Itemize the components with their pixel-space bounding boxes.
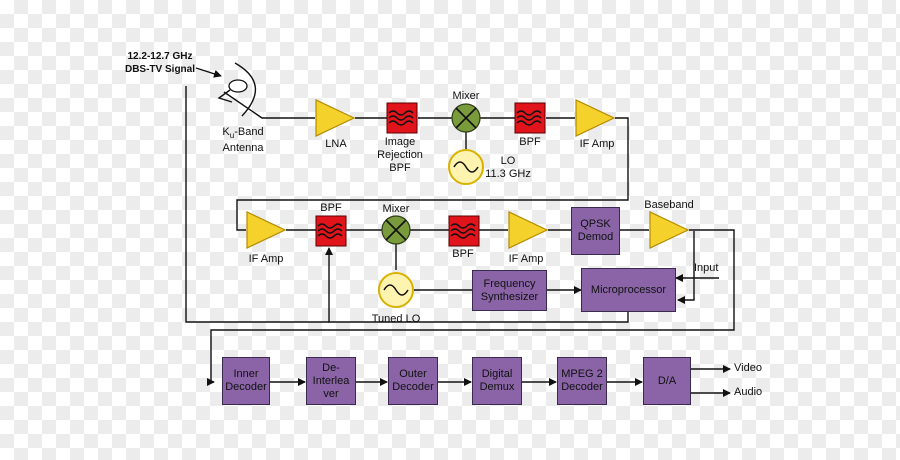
da-converter-label: D/A [657,374,677,387]
bpf-2-filter-icon [315,215,347,247]
lo-oscillator-icon [448,149,484,185]
antenna-label-sub: u [229,131,235,141]
mixer-2-icon [381,215,411,245]
signal-label-line2: DBS-TV Signal [124,64,196,75]
image-bpf-label: Image Rejection BPF [377,136,423,175]
audio-label: Audio [734,386,763,398]
bpf-1-label: BPF [519,136,541,148]
inner-decoder-block: Inner Decoder [222,357,270,405]
if-amp-2-amplifier-icon [246,211,287,249]
frequency-synthesizer-label: Frequency Synthesizer [480,277,539,303]
mpeg2-decoder-block: MPEG 2 Decoder [557,357,607,405]
bpf-3-filter-icon [448,215,480,247]
mixer-1-icon [451,103,481,133]
deinterleaver-label: De- Interlea ver [312,361,350,400]
connection-wires [185,67,735,397]
tuned-lo-oscillator-icon [378,272,414,308]
qpsk-demod-label: QPSK Demod [577,218,614,243]
image-bpf-label-line1: Image [384,136,416,148]
image-bpf-label-line3: BPF [389,162,411,174]
frequency-synthesizer-block: Frequency Synthesizer [472,270,547,311]
microprocessor-label: Microprocessor [590,283,667,296]
antenna-label: Ku-Band Antenna [222,126,263,155]
digital-demux-block: Digital Demux [472,357,522,405]
lna-label: LNA [325,138,347,150]
signal-label-line1: 12.2-12.7 GHz [127,51,193,62]
mixer-1-label: Mixer [452,90,480,102]
da-converter-block: D/A [643,357,691,405]
if-amp-3-amplifier-icon [508,211,549,249]
if-amp-1-amplifier-icon [575,99,616,137]
lo-label-line2: 11.3 GHz [485,168,531,180]
baseband-label: Baseband [644,199,694,211]
outer-decoder-label: Outer Decoder [392,368,434,393]
tuned-lo-label: Tuned LO [371,313,421,325]
microprocessor-block: Microprocessor [581,268,676,312]
lo-label: LO 11.3 GHz [485,155,531,181]
bpf-2-label: BPF [320,202,342,214]
digital-demux-label: Digital Demux [479,368,515,393]
antenna-dish-icon [217,62,257,117]
if-amp-3-label: IF Amp [508,253,544,265]
outer-decoder-block: Outer Decoder [388,357,438,405]
image-bpf-label-line2: Rejection [377,149,423,161]
bpf-1-filter-icon [514,102,546,134]
bpf-3-label: BPF [452,248,474,260]
lna-amplifier-icon [315,99,356,137]
mpeg2-decoder-label: MPEG 2 Decoder [561,368,603,393]
signal-label: 12.2-12.7 GHz DBS-TV Signal [125,50,195,76]
if-amp-2-label: IF Amp [248,253,284,265]
if-amp-1-label: IF Amp [579,138,615,150]
baseband-amplifier-icon [649,211,690,249]
lo-label-line1: LO [500,155,516,167]
deinterleaver-block: De- Interlea ver [306,357,356,405]
input-label: Input [694,262,719,274]
antenna-label-rest: -Band [234,126,264,138]
antenna-label-base: K [222,126,230,138]
inner-decoder-label: Inner Decoder [225,368,267,393]
antenna-label-line2: Antenna [222,142,264,155]
qpsk-demod-block: QPSK Demod [571,207,620,255]
image-rejection-filter-icon [386,102,418,134]
video-label: Video [734,362,762,374]
mixer-2-label: Mixer [382,203,410,215]
